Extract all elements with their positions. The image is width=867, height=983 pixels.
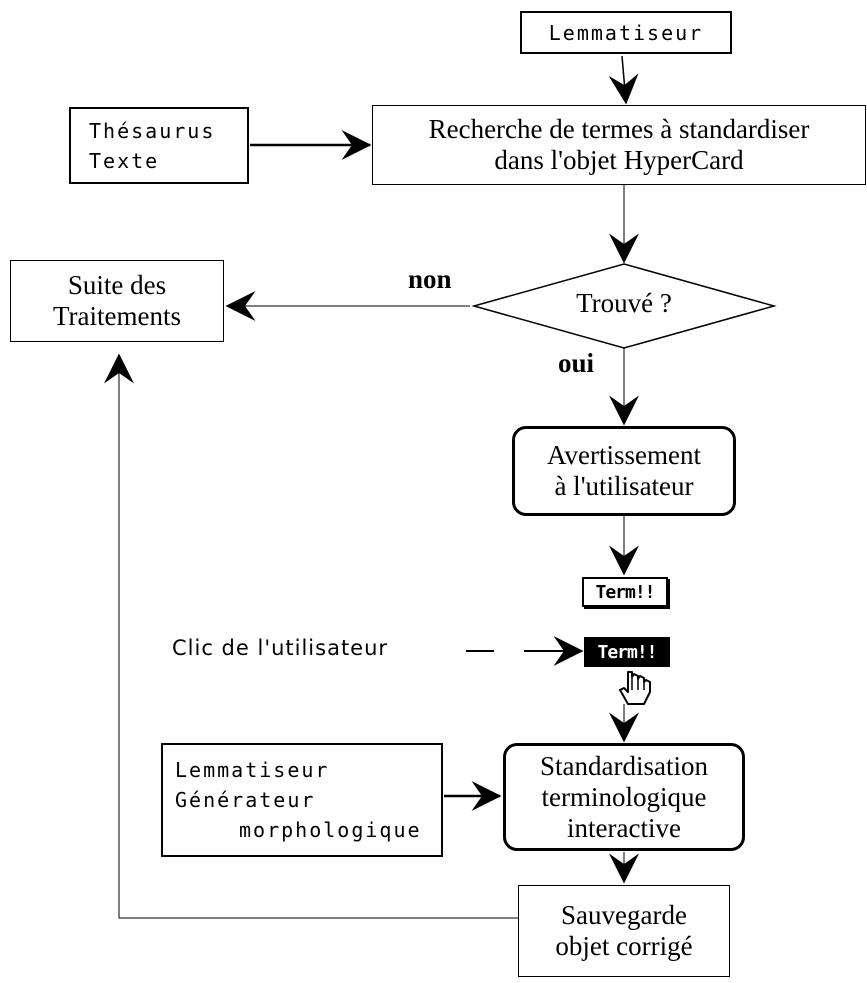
hand-pointer-icon xyxy=(619,671,651,705)
lemmatiseur-generateur-box: Lemmatiseur Générateur morphologique xyxy=(161,743,443,857)
decision-label: Trouvé ? xyxy=(576,288,672,318)
generateur-line: Générateur xyxy=(175,788,316,812)
standardisation-box: Standardisation terminologique interacti… xyxy=(503,743,745,851)
suite-line-1: Suite des xyxy=(67,270,167,300)
avertissement-line-1: Avertissement xyxy=(547,440,701,470)
standardisation-line-1: Standardisation xyxy=(540,750,708,781)
standardisation-line-3: interactive xyxy=(567,812,681,843)
standardisation-line-2: terminologique xyxy=(541,781,707,812)
suite-traitements-box: Suite des Traitements xyxy=(10,260,224,342)
morphologique-line: morphologique xyxy=(239,818,422,842)
recherche-line-2: dans l'objet HyperCard xyxy=(494,145,744,175)
lemmatiseur-top-box: Lemmatiseur xyxy=(520,11,732,54)
term-button[interactable]: Term!! xyxy=(582,577,668,607)
oui-label: oui xyxy=(558,348,595,378)
recherche-box: Recherche de termes à standardiser dans … xyxy=(372,105,866,185)
sauvegarde-line-2: objet corrigé xyxy=(555,931,693,961)
arrow-lemmatiseur-to-recherche xyxy=(608,55,639,105)
suite-line-2: Traitements xyxy=(53,301,181,331)
thesaurus-label: Thésaurus xyxy=(89,118,216,143)
lemmatiseur-top-label: Lemmatiseur xyxy=(548,20,704,45)
clic-utilisateur-label: Clic de l'utilisateur xyxy=(172,636,389,660)
sauvegarde-line-1: Sauvegarde xyxy=(561,900,687,930)
sauvegarde-box: Sauvegarde objet corrigé xyxy=(518,885,730,977)
term-button-clicked[interactable]: Term!! xyxy=(584,637,670,667)
non-label: non xyxy=(408,264,452,294)
recherche-line-1: Recherche de termes à standardiser xyxy=(428,114,810,144)
avertissement-line-2: à l'utilisateur xyxy=(554,471,694,501)
arrow-sauvegarde-loop-to-suite xyxy=(104,353,518,919)
thesaurus-texte-box: Thésaurus Texte xyxy=(69,107,249,184)
avertissement-box: Avertissement à l'utilisateur xyxy=(512,426,736,516)
texte-label: Texte xyxy=(89,148,160,173)
lemmatiseur-line: Lemmatiseur xyxy=(175,758,330,782)
